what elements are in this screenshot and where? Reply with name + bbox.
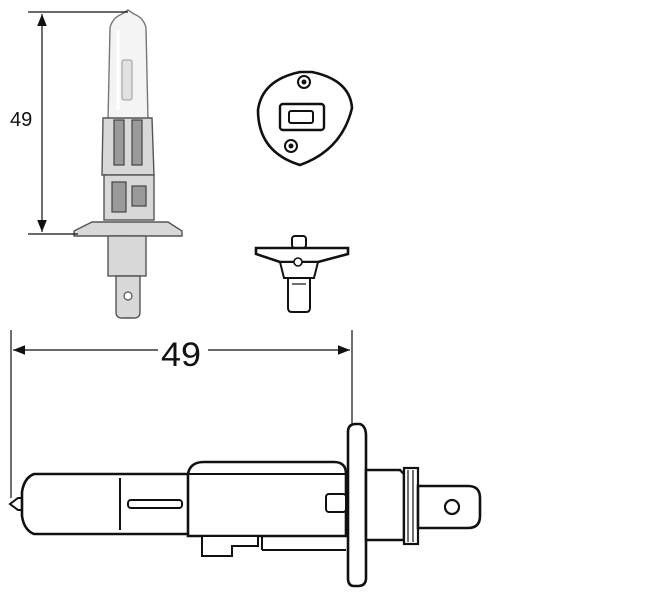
length-dimension: 49 bbox=[10, 330, 353, 498]
bulb-photo bbox=[73, 9, 183, 319]
bulb-side-view bbox=[8, 422, 482, 588]
height-dimension: 49 bbox=[10, 11, 128, 235]
height-dimension-label: 49 bbox=[10, 109, 32, 131]
base-end-view bbox=[256, 70, 354, 167]
length-dimension-label: 49 bbox=[161, 336, 201, 374]
base-side-view bbox=[254, 235, 350, 313]
